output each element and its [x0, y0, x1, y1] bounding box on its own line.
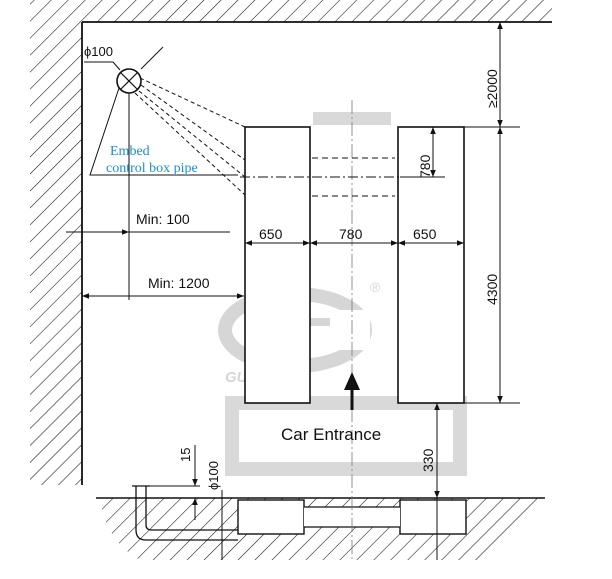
left-runway [244, 126, 311, 404]
sight-lines [134, 77, 246, 196]
dim-right-side [464, 22, 520, 404]
dim-min-1200 [82, 290, 246, 300]
dim-15 [150, 445, 200, 520]
car-entrance-arrow [344, 372, 360, 410]
width-650-left: 650 [259, 226, 283, 242]
ground-pit [96, 485, 545, 560]
wall-hatching [30, 0, 552, 485]
dim-780-vertical [400, 127, 445, 178]
control-box [84, 46, 238, 176]
min-1200-label: Min: 1200 [148, 275, 210, 291]
car-entrance-label: Car Entrance [281, 425, 381, 444]
dim-2000-label: ≥2000 [484, 69, 500, 108]
dim-330-label: 330 [420, 448, 436, 472]
dim-4300-label: 4300 [484, 274, 500, 305]
embed-label-line1: Embed [110, 144, 150, 159]
vertical-780-label: 780 [417, 154, 433, 178]
width-780-middle: 780 [339, 226, 363, 242]
phi100-bottom-label: ϕ100 [206, 461, 221, 490]
embed-label-line2: control box pipe [106, 161, 198, 176]
pipe-diameter-label: ϕ100 [84, 44, 113, 59]
dim-min-100 [66, 93, 230, 300]
dim-15-label: 15 [178, 448, 193, 462]
registered-mark: ® [370, 279, 381, 295]
min-100-label: Min: 100 [136, 211, 190, 227]
width-650-right: 650 [413, 226, 437, 242]
